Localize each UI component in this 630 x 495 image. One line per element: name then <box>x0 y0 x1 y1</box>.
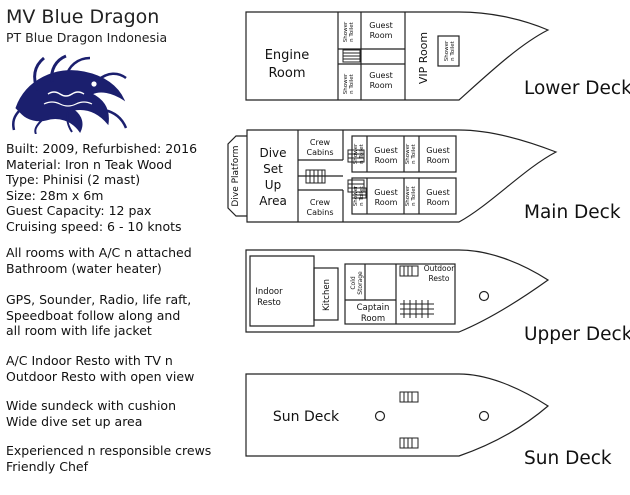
upper-deck-plan <box>245 249 550 333</box>
cold-storage-label: Storage <box>357 271 364 295</box>
main-deck-name: Main Deck <box>524 202 621 223</box>
boat-specs: Built: 2009, Refurbished: 2016 Material:… <box>6 141 197 235</box>
cold-storage-label: Cold <box>350 276 357 290</box>
dive-area-label: Up <box>265 178 281 192</box>
feature-line: Wide dive set up area <box>6 413 143 429</box>
indoor-resto-label: Resto <box>257 298 281 308</box>
sun-deck-label: Sun Deck <box>273 409 340 425</box>
feature-line: GPS, Sounder, Radio, life raft, <box>6 292 192 307</box>
dive-area-label: Dive <box>259 146 286 160</box>
shower-label: Shower <box>353 185 359 206</box>
shower-label: n Toilet <box>349 21 355 41</box>
shower-label: n Toilet <box>450 40 456 60</box>
crew-cabins-label: Crew <box>310 138 331 147</box>
crew-cabins-label: Cabins <box>306 148 333 157</box>
guest-room-label: Room <box>375 156 398 165</box>
dive-platform-label: Dive Platform <box>231 145 241 206</box>
vip-room-label: VIP Room <box>417 32 430 84</box>
shower-label: Shower <box>343 21 349 42</box>
engine-room-label: Engine <box>265 48 310 63</box>
feature-line: Outdoor Resto with open view <box>6 368 195 384</box>
captain-room-label: Captain <box>357 303 390 313</box>
feature-line: Wide sundeck with cushion <box>6 398 176 413</box>
lower-deck-plan <box>245 11 550 101</box>
guest-room-label: Room <box>370 81 393 90</box>
feature-rooms: All rooms with A/C n attached Bathroom (… <box>6 245 192 276</box>
feature-line: Friendly Chef <box>6 458 89 474</box>
shower-label: n Toilet <box>411 185 417 205</box>
main-deck-plan <box>227 129 558 223</box>
shower-label: n Toilet <box>411 143 417 163</box>
blue-dragon-logo-icon <box>12 54 128 134</box>
engine-room-label: Room <box>268 66 305 81</box>
outdoor-resto-label: Resto <box>429 274 450 283</box>
spec-material: Material: Iron n Teak Wood <box>6 156 172 172</box>
upper-deck-name: Upper Deck <box>524 324 630 345</box>
feature-safety: GPS, Sounder, Radio, life raft, Speedboa… <box>6 292 191 339</box>
feature-line: Speedboat follow along and <box>6 307 181 323</box>
captain-room-label: Room <box>361 314 385 324</box>
shower-label: n Toilet <box>359 185 365 205</box>
shower-label: Shower <box>343 73 349 94</box>
kitchen-label: Kitchen <box>322 279 332 311</box>
shower-label: Shower <box>405 143 411 164</box>
guest-room-label: Guest <box>426 146 450 155</box>
spec-size: Size: 28m x 6m <box>6 187 104 203</box>
shower-label: Shower <box>353 143 359 164</box>
guest-room-label: Guest <box>374 188 398 197</box>
guest-room-label: Guest <box>369 71 393 80</box>
guest-room-label: Guest <box>374 146 398 155</box>
lower-deck-name: Lower Deck <box>524 78 630 99</box>
sun-deck-plan <box>245 373 550 457</box>
dive-area-label: Area <box>259 194 287 208</box>
feature-line: Experienced n responsible crews <box>6 443 212 458</box>
feature-line: A/C Indoor Resto with TV n <box>6 353 173 368</box>
crew-cabins-label: Crew <box>310 198 331 207</box>
guest-room-label: Room <box>427 156 450 165</box>
company-name: PT Blue Dragon Indonesia <box>6 30 168 45</box>
crew-cabins-label: Cabins <box>306 208 333 217</box>
indoor-resto-label: Indoor <box>255 287 283 297</box>
shower-label: n Toilet <box>359 143 365 163</box>
spec-built: Built: 2009, Refurbished: 2016 <box>6 141 198 156</box>
shower-label: Shower <box>405 185 411 206</box>
guest-room-label: Room <box>375 198 398 207</box>
feature-sundeck: Wide sundeck with cushion Wide dive set … <box>6 398 176 429</box>
feature-line: all room with life jacket <box>6 323 152 339</box>
guest-room-label: Room <box>370 31 393 40</box>
feature-resto: A/C Indoor Resto with TV n Outdoor Resto… <box>6 353 194 384</box>
feature-line: Bathroom (water heater) <box>6 260 162 276</box>
feature-crew: Experienced n responsible crews Friendly… <box>6 443 211 474</box>
feature-line: All rooms with A/C n attached <box>6 245 192 260</box>
spec-speed: Cruising speed: 6 - 10 knots <box>6 218 182 234</box>
spec-type: Type: Phinisi (2 mast) <box>6 172 141 188</box>
guest-room-label: Guest <box>369 21 393 30</box>
boat-title: MV Blue Dragon <box>6 6 160 28</box>
spec-capacity: Guest Capacity: 12 pax <box>6 203 152 219</box>
shower-label: n Toilet <box>349 73 355 93</box>
shower-label: Shower <box>444 40 450 61</box>
guest-room-label: Room <box>427 198 450 207</box>
dive-area-label: Set <box>263 162 283 176</box>
sun-deck-name: Sun Deck <box>524 448 612 469</box>
guest-room-label: Guest <box>426 188 450 197</box>
outdoor-resto-label: Outdoor <box>424 264 456 273</box>
